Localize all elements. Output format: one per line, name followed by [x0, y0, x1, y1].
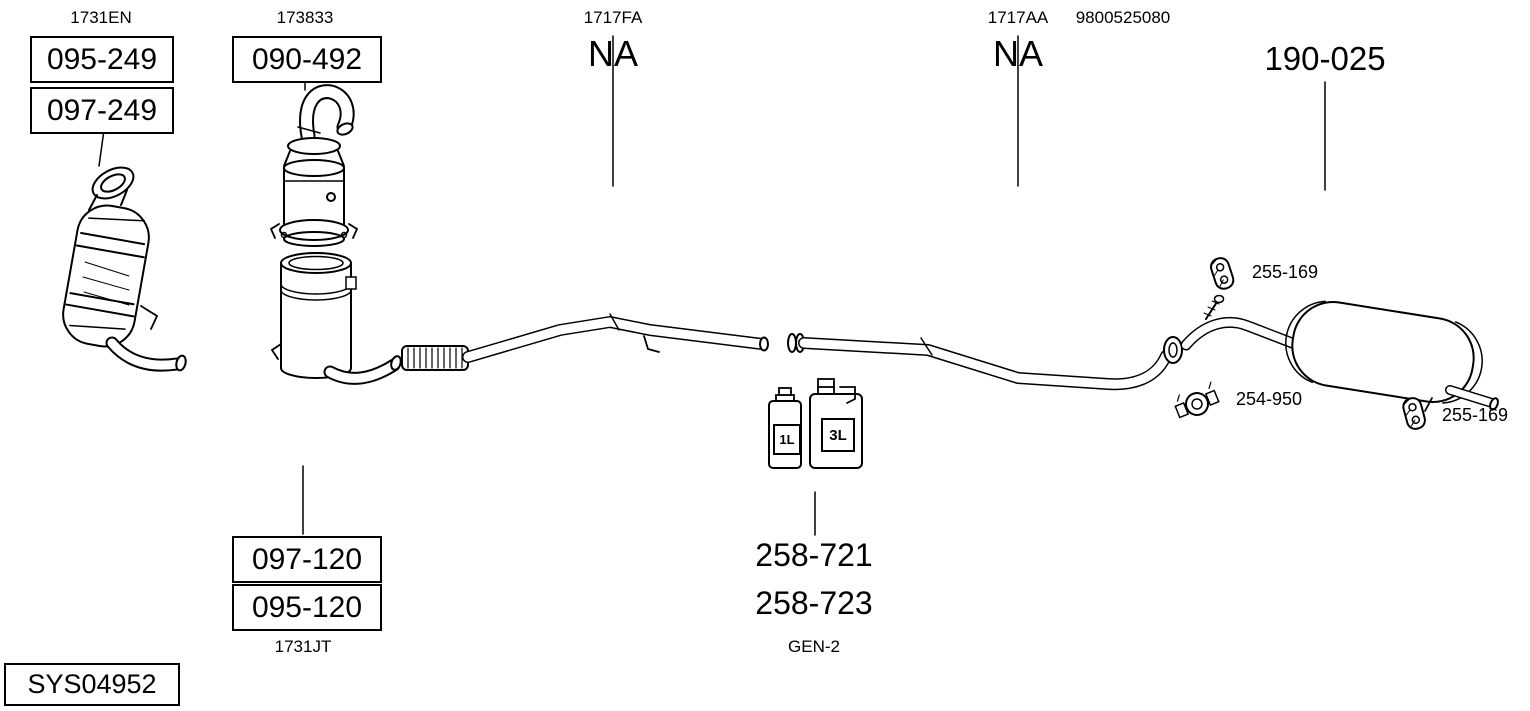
bolt-icon — [1203, 294, 1225, 320]
part-258-723[interactable]: 258-723 — [755, 585, 873, 621]
part-258-721[interactable]: 258-721 — [755, 537, 873, 573]
part-255-169-bottom[interactable]: 255-169 — [1442, 405, 1509, 425]
system-code-box: SYS04952 — [4, 663, 180, 706]
part-na-1717fa: NA — [587, 33, 638, 74]
part-255-169-top[interactable]: 255-169 — [1252, 262, 1319, 282]
rubber-hanger-top-icon — [1210, 257, 1235, 290]
ref-1731en: 1731EN — [70, 8, 132, 27]
ref-gen-2: GEN-2 — [788, 637, 840, 656]
leader-lines — [98, 35, 1326, 536]
ref-1717aa: 1717AA — [987, 8, 1049, 27]
part-box-095-249[interactable]: 095-249 — [30, 36, 174, 83]
bottle-label-1l: 1L — [773, 424, 801, 455]
clamp-icon — [1174, 381, 1220, 419]
part-190-025[interactable]: 190-025 — [1264, 40, 1386, 77]
dpf-inlet-drawing — [269, 84, 359, 247]
ref-1717fa: 1717FA — [583, 8, 643, 27]
part-box-090-492[interactable]: 090-492 — [232, 36, 382, 83]
part-254-950[interactable]: 254-950 — [1236, 389, 1303, 409]
ref-173833: 173833 — [276, 8, 334, 27]
part-box-097-249[interactable]: 097-249 — [30, 87, 174, 134]
ref-9800525080: 9800525080 — [1075, 8, 1171, 27]
dpf-body-drawing — [270, 252, 402, 385]
bottle-label-3l: 3L — [821, 418, 855, 452]
ref-1731jt: 1731JT — [274, 637, 332, 656]
rear-muffler-drawing — [1180, 294, 1499, 412]
part-box-095-120[interactable]: 095-120 — [232, 584, 382, 631]
part-box-097-120[interactable]: 097-120 — [232, 536, 382, 583]
rear-pipe-drawing — [787, 333, 1183, 391]
rubber-hanger-bottom-icon — [1402, 397, 1426, 430]
part-na-1717aa: NA — [992, 33, 1043, 74]
front-pipe-drawing — [401, 313, 769, 371]
catalytic-converter-drawing — [62, 166, 187, 372]
